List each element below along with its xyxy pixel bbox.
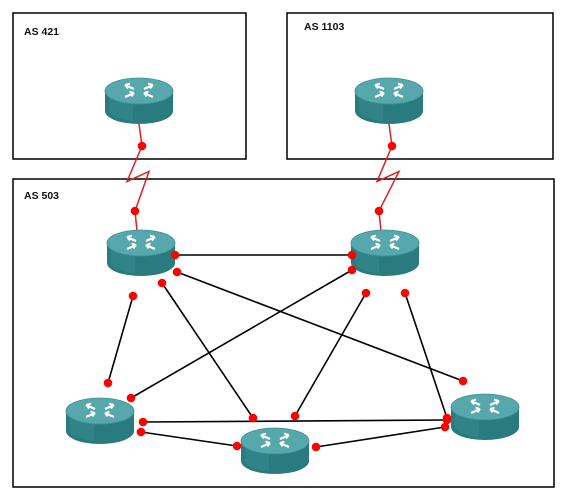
interface-dot-rB-rD-b (290, 411, 300, 421)
router-icon (65, 397, 135, 444)
as-1103-label: AS 1103 (304, 21, 344, 33)
interface-dot-rA-rB-b (347, 250, 357, 260)
as-421-label: AS 421 (24, 26, 59, 38)
ethernet-link-rC-rD (140, 431, 238, 447)
ethernet-link-rA-rC (107, 295, 134, 384)
interface-dot-rA-rC-a (128, 291, 138, 301)
router-icon (450, 393, 520, 440)
interface-dot-rD-rE-b (440, 422, 450, 432)
ethernet-link-rB-rD (294, 292, 367, 417)
interface-dot-rA-rE-a (172, 267, 182, 277)
as-503-label: AS 503 (24, 190, 59, 202)
ethernet-link-rB-rE (404, 292, 448, 419)
interface-dot-rC-rE-a (138, 417, 148, 427)
ethernet-link-rD-rE (315, 426, 446, 448)
interface-dots-layer (103, 141, 468, 452)
interface-dot-rA-rB-a (170, 250, 180, 260)
interface-dot-rC-rE-b (442, 415, 452, 425)
interface-dot-rB-rC-a (347, 265, 357, 275)
as-box-421: AS 421 (12, 12, 247, 160)
interface-dot-serial-rB (374, 206, 384, 216)
interface-dot-rA-rD-b (248, 413, 258, 423)
interface-dot-rC-rD-b (232, 441, 242, 451)
router-icon (106, 229, 176, 276)
interface-dot-serial-r421 (137, 141, 147, 151)
interface-dot-rC-rD-a (136, 427, 146, 437)
interface-dot-rB-rE-a (400, 288, 410, 298)
interface-dot-serial-r1103 (387, 141, 397, 151)
interface-dot-rD-rE-a (311, 442, 321, 452)
links-layer (107, 123, 464, 448)
interface-dot-rB-rD-a (361, 288, 371, 298)
interface-dot-rB-rC-b (126, 393, 136, 403)
interface-dot-rA-rC-b (103, 378, 113, 388)
routers-layer (65, 77, 520, 474)
serial-link-r421-rA (125, 123, 151, 232)
as-box-1103: AS 1103 (286, 12, 554, 160)
ethernet-link-rA-rD (161, 282, 254, 419)
as-421-border (12, 12, 247, 160)
as-box-503: AS 503 (12, 178, 555, 488)
ethernet-link-rB-rC (130, 269, 353, 399)
router-icon (240, 427, 310, 474)
router-icon (354, 77, 424, 124)
ethernet-link-rC-rE (142, 419, 448, 423)
interface-dot-rA-rE-b (458, 376, 468, 386)
as-1103-border (286, 12, 554, 160)
ethernet-link-rA-rE (176, 271, 464, 382)
interface-dot-rA-rD-a (157, 278, 167, 288)
router-icon (104, 77, 174, 124)
as-503-border (12, 178, 555, 488)
interface-dot-serial-rA (130, 206, 140, 216)
router-icon (350, 229, 420, 276)
